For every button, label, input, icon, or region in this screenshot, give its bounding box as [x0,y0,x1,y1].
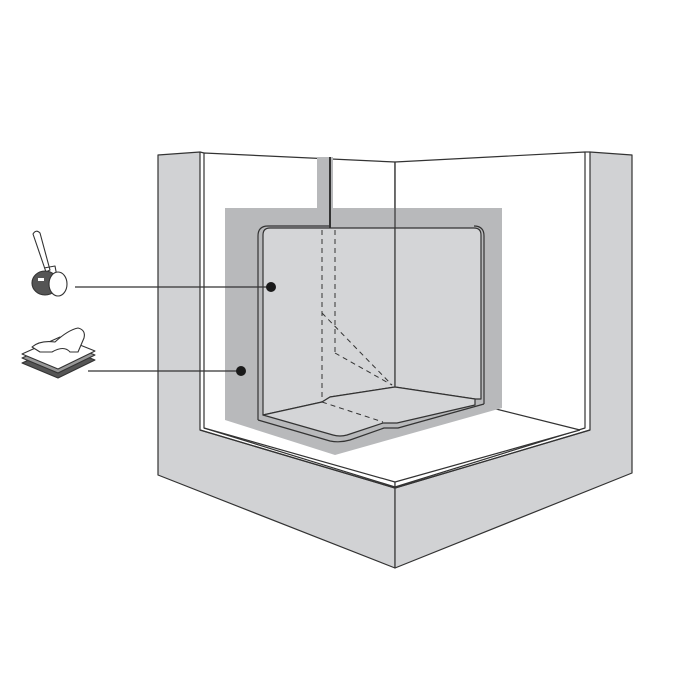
callout-dot-panel [266,282,276,292]
shower-back-right-panel [394,227,482,400]
shower-tray [262,386,476,437]
shower-back-left-panel [262,227,396,416]
callout-dot-backing [236,366,246,376]
roller-icon [31,230,68,297]
sponge-float-icon [21,327,96,379]
